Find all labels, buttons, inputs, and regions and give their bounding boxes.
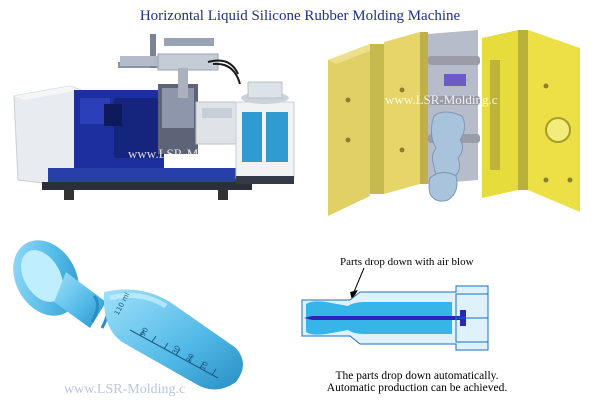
watermark-machine: www.LSR-Molding [128,146,232,161]
lsr-mold-illustration [328,30,580,216]
air-blow-label: Parts drop down with air blow [340,256,474,268]
page-title: Horizontal Liquid Silicone Rubber Moldin… [139,8,461,24]
watermark-mold: www.LSR-Molding.c [385,92,498,107]
watermark-bottle: www.LSR-Molding.c [64,382,186,397]
auto-line-1: The parts drop down automatically. [335,370,499,382]
auto-production-text: The parts drop down automatically. Autom… [312,370,522,394]
silicone-bottle-illustration [13,240,244,390]
auto-line-2: Automatic production can be achieved. [326,382,508,394]
section-diagram [301,267,489,351]
lsr-molding-machine-illustration [13,34,295,200]
